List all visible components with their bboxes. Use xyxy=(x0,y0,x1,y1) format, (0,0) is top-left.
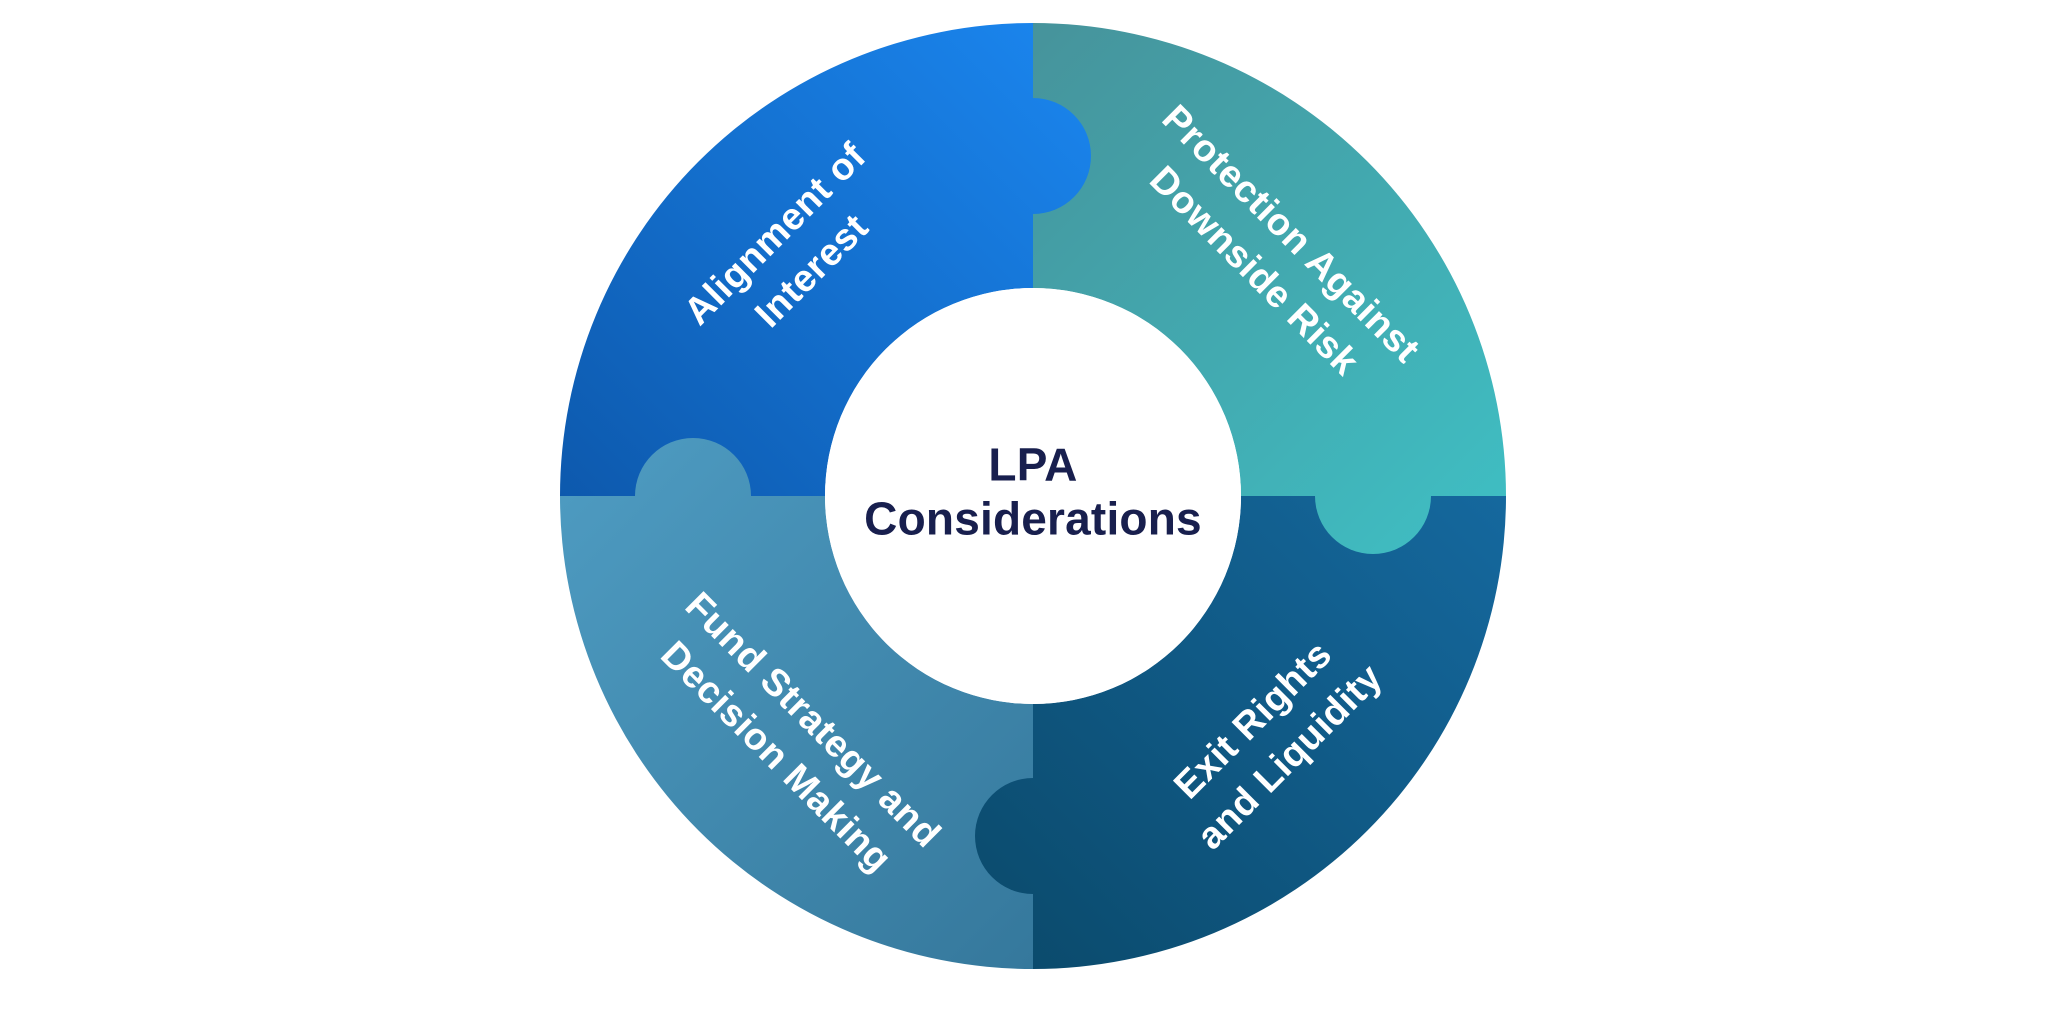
puzzle-tab-top xyxy=(975,98,1091,214)
segment-protection-against-downside-risk xyxy=(1033,23,1506,496)
puzzle-tab-right xyxy=(1315,438,1431,554)
center-disc xyxy=(825,288,1241,704)
puzzle-tab-left xyxy=(635,438,751,554)
segment-alignment-of-interest xyxy=(560,23,1033,496)
center-title-line2: Considerations xyxy=(864,493,1202,545)
segment-exit-rights-and-liquidity xyxy=(1033,496,1506,969)
puzzle-tab-bottom xyxy=(975,778,1091,894)
segment-fund-strategy-and-decision-making xyxy=(560,496,1033,969)
center-title: LPA Considerations xyxy=(864,438,1202,547)
center-title-line1: LPA xyxy=(988,438,1078,491)
